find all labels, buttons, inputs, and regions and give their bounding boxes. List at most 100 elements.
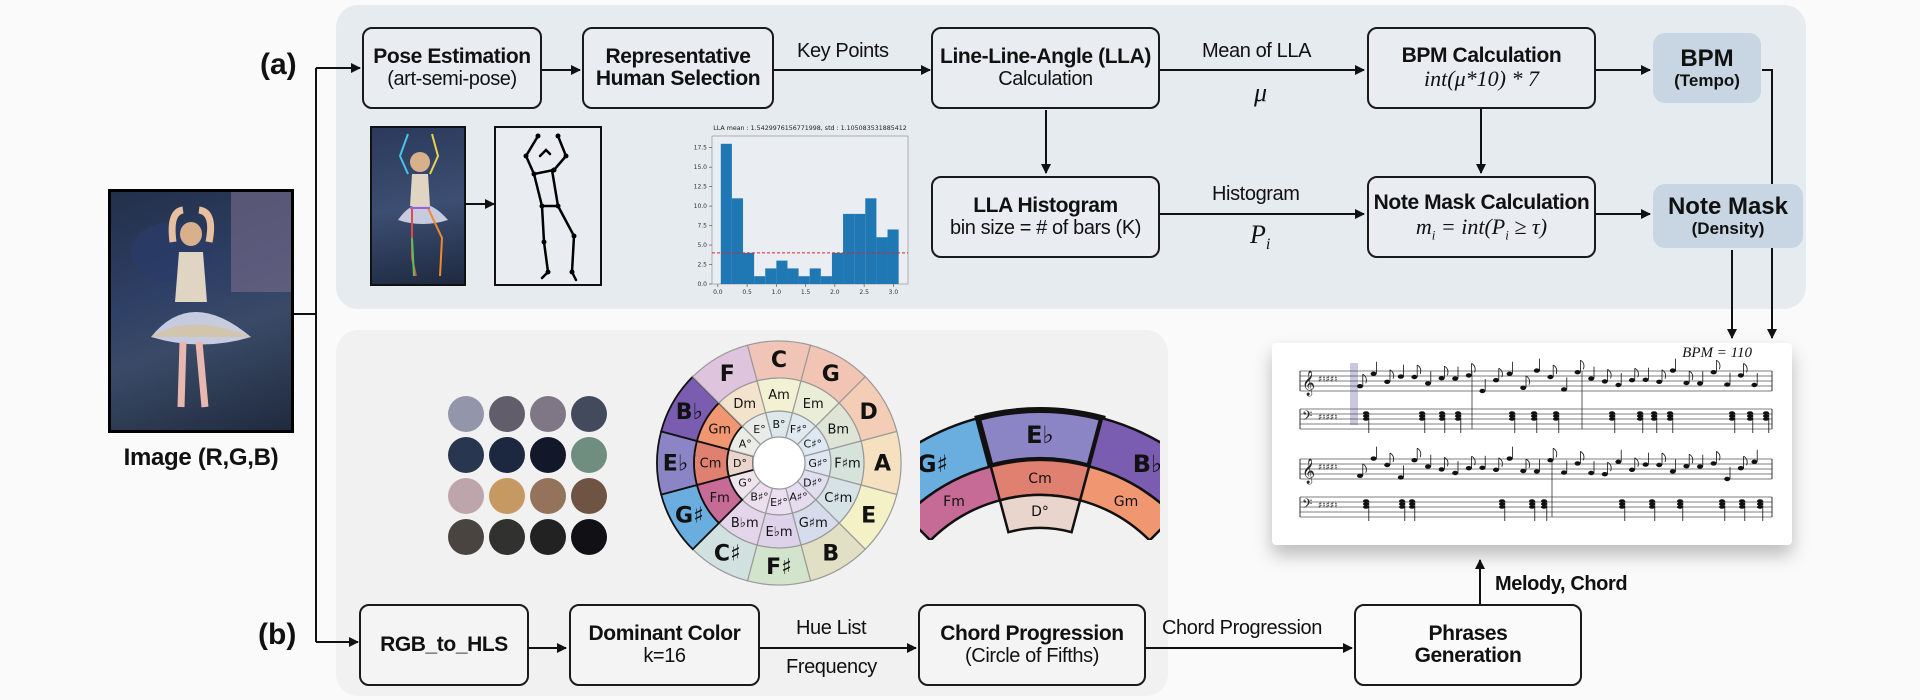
- chord-note: [1747, 417, 1753, 421]
- section-a-label: (a): [260, 48, 297, 81]
- chord-note: [1455, 414, 1461, 418]
- chord-note: [1651, 414, 1657, 418]
- histogram-bar: [865, 198, 877, 284]
- chord-note: [1455, 417, 1461, 421]
- rgb-to-hls-title: RGB_to_HLS: [380, 632, 508, 656]
- skeleton-icon: [523, 133, 578, 282]
- chord-label: Am: [768, 388, 790, 403]
- melody-note: [1669, 469, 1676, 474]
- key-signature: ♯♮♯♯♮: [1318, 413, 1338, 423]
- chord-label: C♯: [714, 541, 741, 566]
- chord-label: Em: [803, 397, 824, 412]
- chord-note: [1739, 505, 1745, 509]
- chord-label: G: [822, 362, 840, 387]
- lla-calculation-subtitle: Calculation: [998, 67, 1093, 90]
- chord-note: [1455, 411, 1461, 415]
- melody-note: [1384, 462, 1391, 468]
- chord-label: B°: [772, 418, 785, 431]
- bpm-output[interactable]: BPM (Tempo): [1653, 33, 1761, 103]
- melody-note: [1547, 374, 1554, 380]
- melody-note: [1724, 382, 1731, 387]
- rgb-to-hls-box[interactable]: RGB_to_HLS: [359, 604, 529, 686]
- histogram-bar: [887, 229, 899, 284]
- input-image: [108, 189, 294, 433]
- selected-dim-segment: [998, 493, 1082, 534]
- chord-label: F♯°: [790, 423, 807, 436]
- pose-estimation-box[interactable]: Pose Estimation (art-semi-pose): [362, 27, 542, 109]
- chord-note: [1649, 499, 1655, 503]
- melody-note: [1506, 371, 1513, 376]
- chord-label: B♭: [676, 400, 703, 425]
- playhead-highlight: [1350, 363, 1358, 425]
- chord-note: [1541, 499, 1547, 503]
- chord-label: E: [861, 503, 876, 528]
- chord-note: [1553, 414, 1559, 418]
- chord-note: [1499, 505, 1505, 509]
- melody-note: [1737, 466, 1744, 471]
- note-mask-calculation-box[interactable]: Note Mask Calculation mi = int(Pi ≥ τ): [1367, 176, 1596, 258]
- melody-note: [1411, 458, 1418, 463]
- pose-overlay-image: [370, 126, 466, 286]
- histogram-bar: [843, 213, 855, 284]
- dominant-color-box[interactable]: Dominant Color k=16: [569, 604, 760, 686]
- histogram-bar: [776, 260, 788, 284]
- melody-note: [1574, 461, 1581, 466]
- melody-note: [1411, 374, 1418, 380]
- y-tick-label: 12.5: [694, 184, 708, 191]
- chord-note: [1609, 414, 1615, 418]
- note-flag: [1634, 367, 1639, 378]
- melody-note: [1397, 374, 1404, 379]
- note-mask-output-title: Note Mask: [1667, 193, 1789, 221]
- melody-note: [1533, 368, 1540, 373]
- melody-note: [1425, 464, 1431, 469]
- chord-note: [1667, 411, 1673, 415]
- histogram-bar: [831, 252, 844, 284]
- chord-note: [1719, 505, 1725, 509]
- frequency-label: Frequency: [786, 656, 877, 678]
- y-tick-label: 5.0: [697, 242, 707, 249]
- histogram-bar: [720, 143, 732, 284]
- lla-histogram-chart: LLA mean : 1.5429976156771998, std : 1.1…: [680, 120, 920, 300]
- lla-calculation-box[interactable]: Line-Line-Angle (LLA) Calculation: [931, 27, 1160, 109]
- chord-note: [1739, 499, 1745, 503]
- selected-dim-label: D°: [1031, 504, 1049, 520]
- note-flag: [1688, 370, 1694, 381]
- note-mask-output[interactable]: Note Mask (Density): [1653, 184, 1803, 248]
- melody-note: [1710, 461, 1717, 466]
- chord-note: [1637, 417, 1643, 421]
- lla-histogram-box[interactable]: LLA Histogram bin size = # of bars (K): [931, 176, 1160, 258]
- circle-center: [752, 436, 806, 490]
- chord-label: G♯m: [799, 516, 828, 531]
- melody-note: [1425, 381, 1431, 386]
- chart-title: LLA mean : 1.5429976156771998, std : 1.1…: [713, 125, 907, 132]
- color-swatch: [571, 478, 607, 514]
- chord-note: [1419, 414, 1425, 418]
- phrases-generation-box[interactable]: Phrases Generation: [1354, 604, 1582, 686]
- chord-note: [1399, 499, 1405, 503]
- color-swatch: [571, 519, 607, 555]
- chord-label: C♯°: [804, 437, 823, 450]
- melody-note: [1615, 459, 1622, 464]
- bpm-calculation-box[interactable]: BPM Calculation int(μ*10) * 7: [1367, 27, 1596, 109]
- melody-note: [1574, 370, 1581, 375]
- note-flag: [1716, 359, 1721, 370]
- chord-note: [1649, 505, 1655, 509]
- key-signature: ♯♮♯♯♮: [1318, 501, 1338, 511]
- dominant-color-title: Dominant Color: [588, 622, 741, 646]
- melody-note: [1710, 370, 1717, 375]
- chord-note: [1719, 502, 1725, 506]
- key-signature: ♯♮♯♯♮: [1318, 375, 1338, 385]
- chord-progression-box[interactable]: Chord Progression (Circle of Fifths): [918, 604, 1146, 686]
- bass-clef: 𝄢: [1302, 496, 1312, 515]
- chord-note: [1439, 417, 1445, 421]
- dominant-color-swatches: [448, 396, 618, 566]
- chord-note: [1619, 502, 1625, 506]
- chord-note: [1363, 414, 1369, 418]
- color-swatch: [571, 437, 607, 473]
- chord-note: [1531, 417, 1537, 421]
- human-selection-box[interactable]: Representative Human Selection: [582, 27, 774, 109]
- melody-note: [1724, 476, 1731, 482]
- color-swatch: [489, 478, 525, 514]
- y-tick-label: 10.0: [694, 203, 708, 210]
